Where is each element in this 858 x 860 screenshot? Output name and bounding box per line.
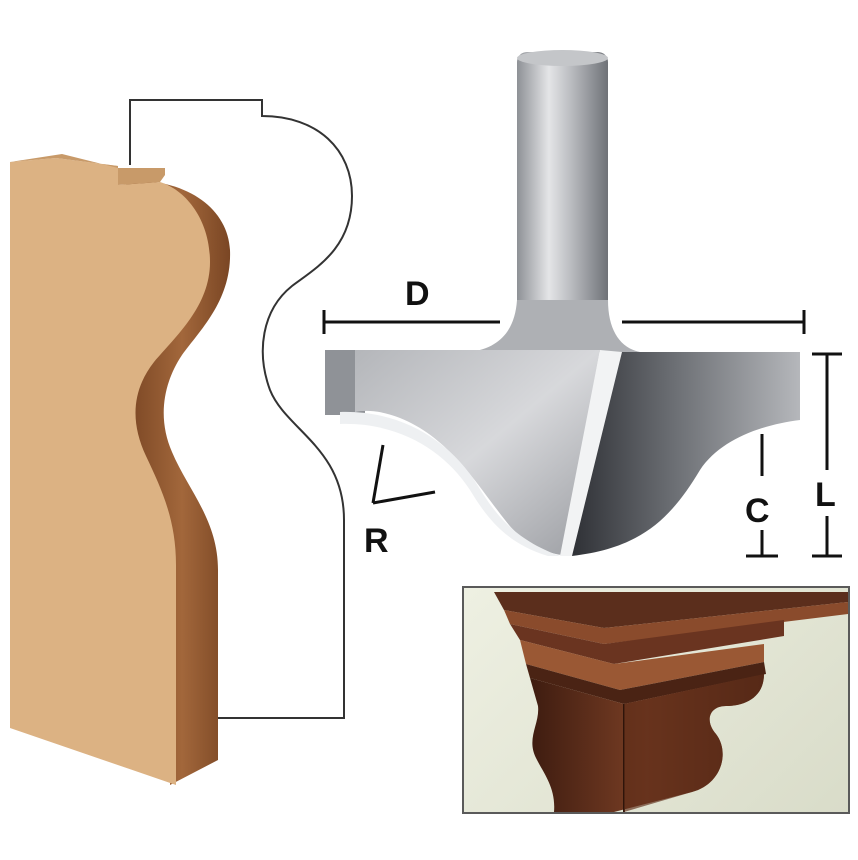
dimension-c: C [745, 434, 778, 558]
bit-shank-flare [470, 300, 640, 352]
cabinet-corner-image [494, 592, 848, 812]
dimension-d: D [322, 275, 806, 334]
bit-right-wing [572, 352, 800, 556]
dimension-r: R [364, 444, 436, 560]
bit-body-face [355, 350, 600, 555]
bit-shank-top [517, 50, 608, 66]
profile-outline [129, 99, 354, 719]
bit-bevel [560, 350, 622, 556]
wood-moulding-profile [10, 154, 231, 785]
application-photo [462, 586, 850, 814]
label-r: R [364, 522, 389, 560]
label-c: C [745, 492, 770, 530]
dimension-l: L [812, 352, 842, 558]
router-bit [325, 50, 800, 556]
label-d: D [405, 275, 430, 313]
label-l: L [815, 476, 836, 514]
wood-top-face [10, 154, 165, 185]
wood-front-face [10, 158, 210, 785]
bit-shank [517, 52, 608, 322]
wood-side-face [110, 180, 231, 785]
